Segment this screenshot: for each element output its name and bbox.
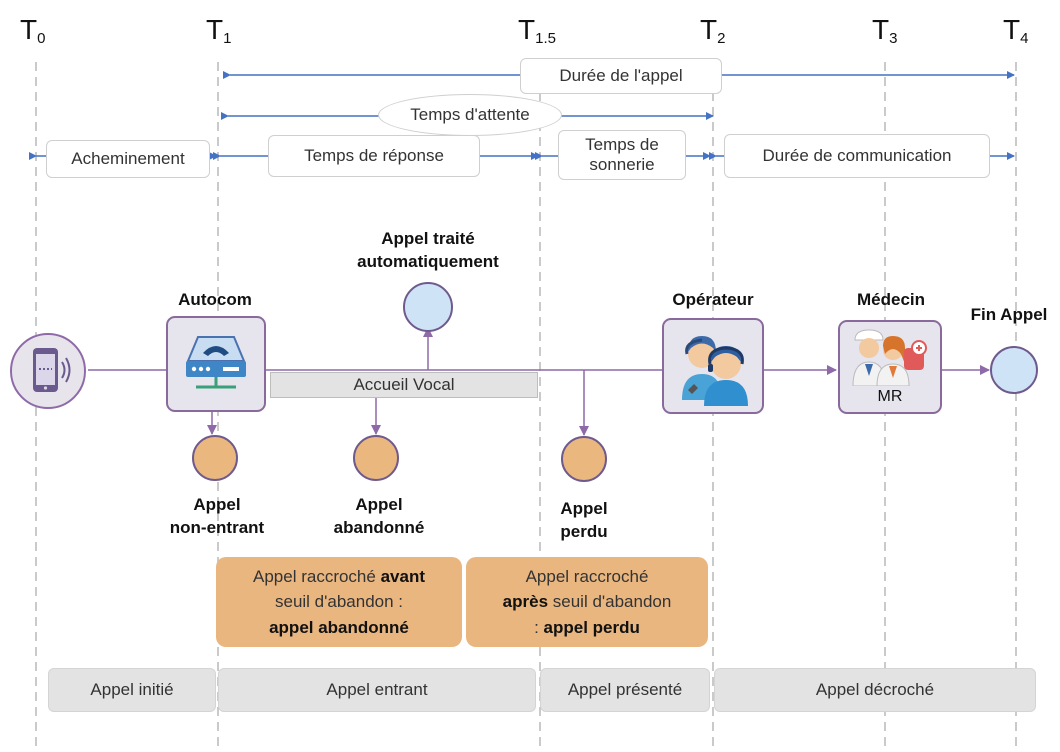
non-entrant-title: Appel non-entrant (169, 495, 265, 537)
time-label-t2: T2 (700, 14, 726, 47)
note-appel-perdu: Appel raccroché après seuil d'abandon : … (466, 557, 708, 647)
flow-lines (88, 327, 990, 436)
time-label-t4: T4 (1003, 14, 1029, 47)
call-operators-icon (682, 336, 748, 406)
label-duree-appel: Durée de l'appel (520, 58, 722, 94)
pbx-switch-icon (186, 336, 246, 389)
autocom-title: Autocom (178, 290, 252, 309)
medecin-box: MR (838, 320, 942, 414)
phone-node (10, 333, 86, 409)
appel-traite-title: Appel traité automatiquement (357, 229, 499, 271)
medecin-badge: MR (877, 388, 903, 405)
smartphone-icon (33, 348, 71, 392)
label-temps-reponse: Temps de réponse (268, 135, 480, 177)
perdu-title: Appel perdu (560, 499, 608, 541)
label-acheminement: Acheminement (46, 140, 210, 178)
abandonne-title: Appel abandonné (333, 495, 425, 537)
phase-appel-decroche: Appel décroché (714, 668, 1036, 712)
time-label-t0: T0 (20, 14, 46, 47)
phase-appel-presente: Appel présenté (540, 668, 710, 712)
autocom-box (166, 316, 266, 412)
phase-appel-entrant: Appel entrant (218, 668, 536, 712)
fin-appel-node (990, 346, 1038, 394)
perdu-node (561, 436, 607, 482)
abandonne-node (353, 435, 399, 481)
label-temps-attente: Temps d'attente (378, 94, 562, 136)
fin-appel-title: Fin Appel (970, 305, 1048, 324)
operateur-box (662, 318, 764, 414)
medecin-title: Médecin (856, 290, 926, 309)
doctors-icon (852, 329, 927, 386)
note-appel-abandonne: Appel raccroché avant seuil d'abandon : … (216, 557, 462, 647)
non-entrant-node (192, 435, 238, 481)
time-label-t1: T1 (206, 14, 232, 47)
phase-appel-initie: Appel initié (48, 668, 216, 712)
label-duree-communication: Durée de communication (724, 134, 990, 178)
accueil-vocal-bar: Accueil Vocal (270, 372, 538, 398)
time-label-t15: T1.5 (518, 14, 556, 47)
appel-traite-node (403, 282, 453, 332)
operateur-title: Opérateur (672, 290, 754, 309)
time-label-t3: T3 (872, 14, 898, 47)
